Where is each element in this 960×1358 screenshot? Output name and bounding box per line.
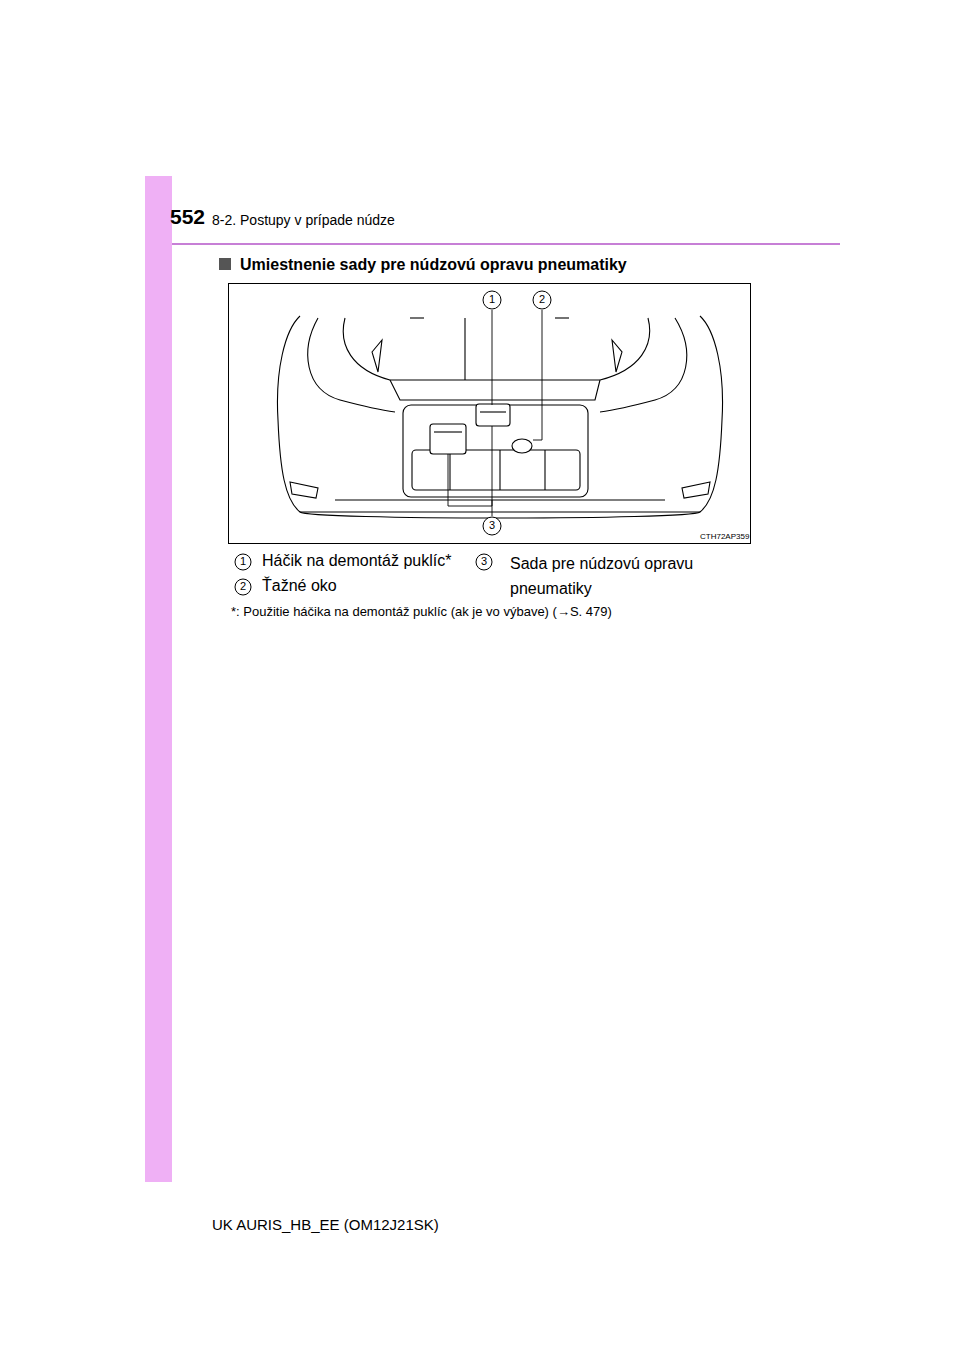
section-title: Umiestnenie sady pre núdzovú opravu pneu… xyxy=(240,255,627,274)
side-band xyxy=(145,176,172,1182)
callout-number: 2 xyxy=(233,580,253,593)
page-number: 552 xyxy=(170,204,205,229)
callout-number: 1 xyxy=(233,555,253,568)
figure-frame xyxy=(229,284,751,544)
car-rear-illustration xyxy=(277,316,722,518)
callout-circles xyxy=(235,291,551,595)
callout-number: 2 xyxy=(532,293,552,306)
callout-number: 3 xyxy=(474,555,494,568)
header-rule xyxy=(172,243,840,245)
part-name: Háčik na demontáž puklíc* xyxy=(262,551,451,570)
footer-code: UK AURIS_HB_EE (OM12J21SK) xyxy=(212,1216,439,1234)
part-name: Sada pre núdzovú opravu pneumatiky xyxy=(510,551,735,601)
figure-code: CTH72AP359 xyxy=(700,532,749,542)
part-name: Ťažné oko xyxy=(262,576,337,595)
callout-number: 3 xyxy=(482,519,502,532)
callout-number: 1 xyxy=(482,293,502,306)
chapter-header: 8-2. Postupy v prípade núdze xyxy=(212,212,395,229)
section-bullet xyxy=(219,258,231,270)
footnote: *: Použitie háčika na demontáž puklíc (a… xyxy=(231,604,612,620)
leader-lines xyxy=(448,310,542,516)
